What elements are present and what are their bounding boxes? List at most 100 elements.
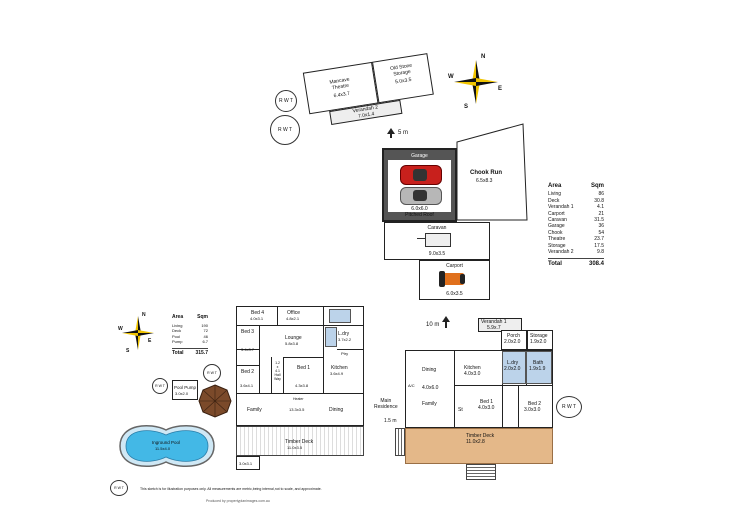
- bed1-label: Bed 1: [297, 365, 311, 371]
- dining-label: Dining: [329, 407, 344, 413]
- inground-pool-shape: [119, 424, 215, 468]
- garage-size: 6.0x6.0: [411, 206, 428, 212]
- carport: Carport 6.0x3.5: [419, 260, 490, 300]
- disclaimer: This sketch is for illustration purposes…: [140, 487, 322, 491]
- left-small-room: 3.0x3.1: [236, 456, 260, 470]
- porch-size: 2.0x2.0: [504, 339, 521, 345]
- lounge-size: 5.8x3.8: [285, 341, 299, 346]
- kitchen-size: 3.6x4.9: [330, 371, 344, 376]
- right-distance-arrow: [442, 316, 450, 328]
- right-distance: 10 m: [426, 322, 440, 328]
- rwt-label: R W T: [155, 384, 165, 388]
- old-stone-storage: Old Stone Storage 5.0x3.5: [371, 53, 434, 104]
- bed2-label: Bed 2: [241, 369, 255, 375]
- produced-by: Produced by propertyplanimages.com.au: [206, 499, 270, 503]
- right-bed2-size: 3.0x3.0: [524, 407, 541, 413]
- deck-stairs: [466, 464, 496, 480]
- rwt-left-2: R W T: [203, 364, 221, 382]
- caravan-icon: [425, 233, 451, 247]
- porch-label: Porch: [507, 333, 521, 339]
- right-dining-size: 4.0x6.0: [422, 385, 439, 391]
- rwt-left-1: R W T: [152, 378, 168, 394]
- hallway-label: 1.2 x 4.1 Hall Way: [274, 361, 281, 381]
- laundry-wet: [325, 327, 337, 347]
- outbuilding-group: Mancave Theatre 6.4x3.7 Old Stone Storag…: [300, 32, 459, 125]
- compass-left: N W E S: [118, 312, 158, 354]
- bed3-size: 3.4x3.7: [241, 347, 255, 352]
- ensuite: [329, 309, 351, 323]
- right-bath: Bath 1.9x1.9: [526, 351, 552, 384]
- compass-s: S: [464, 104, 469, 110]
- right-ldry-size: 2.0x2.0: [504, 366, 521, 372]
- porch: Porch 2.0x2.0: [501, 330, 527, 350]
- pool-size: 11.5x4.0: [155, 446, 171, 451]
- red-car-icon: [400, 165, 442, 185]
- compass-e: E: [148, 338, 152, 344]
- left-stairs: [395, 428, 405, 456]
- small-room-size: 3.0x3.1: [239, 461, 253, 466]
- pantry-label: Ptry: [341, 351, 349, 356]
- bed4-size: 4.0x3.1: [250, 316, 264, 321]
- rwt-top-2: R W T: [270, 115, 300, 145]
- distance-top: 5 m: [398, 130, 409, 136]
- chook-run-outline: [456, 123, 528, 221]
- rwt-right: R W T: [556, 396, 582, 418]
- right-bed1-label: Bed 1: [480, 399, 494, 405]
- grey-car-icon: [400, 187, 442, 205]
- left-timber-deck: Timber Deck 11.0x3.5: [236, 426, 364, 456]
- left-deck-label: Timber Deck: [285, 439, 314, 445]
- chook-run-label: Chook Run: [470, 170, 502, 176]
- right-kitchen-label: Kitchen: [464, 365, 481, 371]
- family-label: Family: [247, 407, 262, 413]
- storage: Storage 1.9x2.0: [527, 330, 553, 350]
- table-total-label: Total: [548, 261, 562, 268]
- right-st-label: St: [458, 407, 463, 413]
- rwt-left-3: R W T: [110, 480, 128, 496]
- storage-label: Storage: [530, 333, 548, 339]
- right-ldry-label: L.dry: [507, 360, 519, 366]
- tractor-icon: [439, 271, 465, 287]
- bed2-size: 3.6x4.1: [240, 383, 254, 388]
- right-ac-label: A/C: [408, 383, 415, 388]
- compass-n: N: [481, 54, 486, 60]
- compass-n: N: [142, 312, 146, 318]
- bed3-label: Bed 3: [241, 329, 255, 335]
- kitchen-label: Kitchen: [331, 365, 348, 371]
- distance-bottom: 1.5 m: [384, 418, 397, 424]
- caravan-size: 9.0x3.5: [428, 251, 446, 257]
- family-size: 13.3x3.5: [289, 407, 305, 412]
- right-deck-size: 11.0x2.8: [466, 439, 485, 445]
- gazebo-icon: [198, 384, 232, 418]
- ldry-size: 3.7x2.2: [338, 337, 352, 342]
- bed4-label: Bed 4: [251, 310, 265, 316]
- left-plan: Bed 4 4.0x3.1 Office 4.8x2.1 Bed 3 3.4x3…: [236, 306, 364, 426]
- left-deck-size: 11.0x3.5: [287, 445, 303, 450]
- pool-label: Inground Pool: [152, 440, 181, 445]
- compass-w: W: [448, 74, 454, 80]
- pool-pump-label: Pool Pump: [174, 385, 197, 390]
- lounge-label: Lounge: [285, 335, 302, 341]
- storage-size: 1.9x2.0: [530, 339, 547, 345]
- rwt-top-1: R W T: [275, 90, 297, 112]
- compass-e: E: [498, 86, 503, 92]
- table-total-value: 315.7: [195, 349, 208, 356]
- rwt-label: R W T: [207, 371, 217, 375]
- table-total-value: 308.4: [588, 261, 604, 268]
- compass-top: N W E S: [448, 52, 504, 112]
- pool-pump: Pool Pump 3.0x2.0: [172, 380, 198, 400]
- table-total-label: Total: [172, 349, 184, 356]
- verandah1-label: Verandah 1: [481, 319, 507, 325]
- distance-top-arrow: [387, 128, 395, 138]
